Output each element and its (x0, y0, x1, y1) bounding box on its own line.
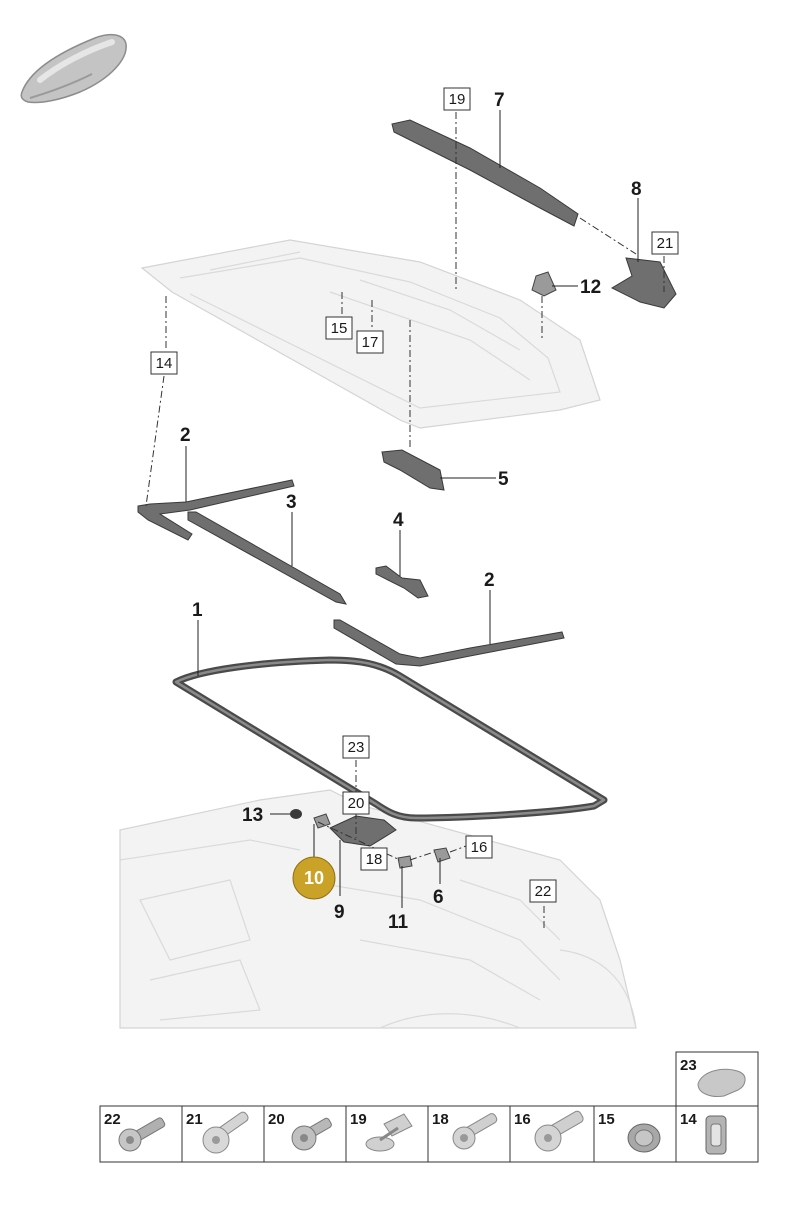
callout-5: 5 (498, 469, 509, 490)
legend-cell-16[interactable]: 16 (509, 1105, 595, 1163)
body-shell-ghost (119, 789, 637, 1029)
callout-6: 6 (433, 887, 444, 908)
callout-11: 11 (388, 912, 409, 933)
svg-text:14: 14 (680, 1111, 697, 1128)
svg-text:20: 20 (348, 795, 365, 812)
screw-icon (291, 1117, 332, 1151)
legend-cell-22[interactable]: 22 (99, 1105, 183, 1163)
part-5-bracket (381, 449, 445, 491)
callout-8: 8 (631, 179, 642, 200)
part-7-trim-strip (391, 119, 579, 227)
svg-text:18: 18 (432, 1111, 449, 1128)
svg-text:23: 23 (680, 1057, 697, 1074)
car-thumbnail-icon (20, 33, 127, 104)
clip-nut-icon (705, 1115, 727, 1155)
boxed-callout-15: 15 (325, 316, 353, 340)
callout-3: 3 (286, 492, 297, 513)
svg-text:20: 20 (268, 1111, 285, 1128)
boxed-callout-21: 21 (651, 231, 679, 255)
svg-text:14: 14 (156, 355, 173, 372)
callout-2-lower: 2 (484, 570, 495, 591)
legend-cell-14[interactable]: 14 (675, 1105, 759, 1163)
grommet-icon (627, 1123, 661, 1153)
part-2-rail-left (137, 479, 295, 541)
boxed-callout-16: 16 (465, 835, 493, 859)
callout-9: 9 (334, 902, 345, 923)
legend-cell-23[interactable]: 23 (675, 1051, 759, 1107)
callout-10: 10 (304, 868, 324, 888)
torx-screw-icon (118, 1117, 166, 1152)
callout-10-highlight[interactable]: 10 (292, 856, 336, 900)
svg-text:22: 22 (535, 883, 552, 900)
svg-text:21: 21 (657, 235, 674, 252)
legend-cell-19[interactable]: 19 (345, 1105, 429, 1163)
part-6-cap (433, 847, 451, 863)
boxed-callout-22: 22 (529, 879, 557, 903)
callout-7: 7 (494, 90, 505, 111)
part-4-bracket (375, 565, 429, 599)
svg-text:22: 22 (104, 1111, 121, 1128)
svg-text:19: 19 (449, 91, 466, 108)
part-11-clip (397, 855, 413, 869)
callout-2-upper: 2 (180, 425, 191, 446)
svg-text:15: 15 (598, 1111, 615, 1128)
boxed-callout-14: 14 (150, 351, 178, 375)
svg-text:17: 17 (362, 334, 379, 351)
svg-text:19: 19 (350, 1111, 367, 1128)
part-3-rail (187, 511, 348, 605)
svg-text:21: 21 (186, 1111, 203, 1128)
push-rivet-icon (365, 1113, 413, 1152)
boxed-callout-23: 23 (342, 735, 370, 759)
bolt-icon (202, 1111, 249, 1154)
callout-12: 12 (580, 277, 601, 298)
part-1-window-seal (172, 656, 608, 822)
legend-cell-20[interactable]: 20 (263, 1105, 347, 1163)
svg-text:16: 16 (514, 1111, 531, 1128)
leader-lines (185, 110, 639, 908)
boxed-callout-19: 19 (443, 87, 471, 111)
hex-screw-icon (534, 1110, 584, 1152)
svg-text:15: 15 (331, 320, 348, 337)
callout-13: 13 (242, 805, 263, 826)
svg-text:18: 18 (366, 851, 383, 868)
part-10-clip (313, 813, 331, 829)
part-2-rail-right (333, 619, 565, 667)
fastener-legend: 23 22 21 20 (99, 1051, 759, 1163)
part-8-bracket (610, 257, 677, 309)
legend-cell-15[interactable]: 15 (593, 1105, 677, 1163)
part-12-clip (531, 271, 557, 297)
svg-text:16: 16 (471, 839, 488, 856)
cap-icon (697, 1068, 746, 1097)
legend-cell-21[interactable]: 21 (181, 1105, 265, 1163)
boxed-callout-18: 18 (360, 847, 388, 871)
svg-text:23: 23 (348, 739, 365, 756)
boxed-callout-20: 20 (342, 791, 370, 815)
boxed-callout-17: 17 (356, 330, 384, 354)
callout-4: 4 (393, 510, 404, 531)
callout-1: 1 (192, 600, 203, 621)
axis-lines (145, 112, 665, 930)
part-13-grommet (290, 809, 302, 819)
flange-screw-icon (452, 1113, 498, 1150)
legend-cell-18[interactable]: 18 (427, 1105, 511, 1163)
